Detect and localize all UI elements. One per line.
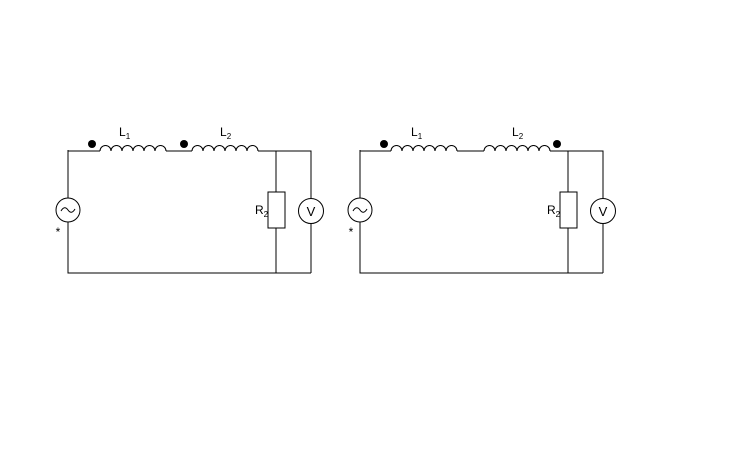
- left-inductor-1-letter: L: [119, 125, 126, 139]
- right-inductor-1: [390, 145, 458, 152]
- left-inductor-1-label: L1: [119, 125, 131, 141]
- left-voltmeter-label: V: [307, 204, 316, 219]
- left-inductor-2-letter: L: [220, 125, 227, 139]
- left-circuit-wires: [67, 150, 312, 274]
- left-resistor-subscript: 2: [264, 210, 269, 219]
- ac-wave-icon: [352, 207, 368, 213]
- left-resistor: [267, 191, 286, 229]
- right-source-mark: *: [349, 225, 354, 239]
- left-inductor-2-subscript: 2: [227, 132, 232, 141]
- left-inductor-2-label: L2: [220, 125, 232, 141]
- left-polarity-dot-1: [88, 140, 96, 148]
- right-inductor-2-letter: L: [512, 125, 519, 139]
- right-resistor-letter: R: [547, 203, 556, 217]
- right-inductor-1-letter: L: [411, 125, 418, 139]
- right-polarity-dot-1: [380, 140, 388, 148]
- left-circuit: L1 L2 * R2 V: [55, 125, 324, 274]
- left-resistor-label: R2: [255, 203, 269, 219]
- left-voltmeter: [298, 198, 324, 224]
- right-circuit-wires: [359, 150, 604, 274]
- right-top-wire-a: [359, 150, 391, 198]
- left-inductor-1-subscript: 1: [126, 132, 131, 141]
- right-voltmeter: [590, 198, 616, 224]
- left-source-mark: *: [56, 225, 61, 239]
- left-top-wire-b: [258, 150, 312, 198]
- right-resistor: [559, 191, 578, 229]
- left-ac-source: [55, 197, 81, 223]
- right-voltmeter-label: V: [599, 204, 608, 219]
- right-inductor-2-label: L2: [512, 125, 524, 141]
- left-resistor-letter: R: [255, 203, 264, 217]
- right-circuit: L1 L2 * R2 V: [347, 125, 616, 274]
- right-resistor-label: R2: [547, 203, 561, 219]
- right-inductor-2-subscript: 2: [519, 132, 524, 141]
- ac-wave-icon: [60, 207, 76, 213]
- right-inductor-2: [483, 145, 551, 152]
- left-top-wire-a: [67, 150, 100, 198]
- right-inductor-1-subscript: 1: [418, 132, 423, 141]
- right-ac-source: [347, 197, 373, 223]
- left-inductor-1: [99, 145, 167, 152]
- right-polarity-dot-2: [553, 140, 561, 148]
- left-inductor-2: [191, 145, 259, 152]
- right-bottom-wire: [359, 222, 603, 274]
- right-top-wire-b: [550, 150, 604, 198]
- left-bottom-wire: [67, 222, 311, 274]
- right-resistor-subscript: 2: [556, 210, 561, 219]
- right-inductor-1-label: L1: [411, 125, 423, 141]
- left-polarity-dot-2: [180, 140, 188, 148]
